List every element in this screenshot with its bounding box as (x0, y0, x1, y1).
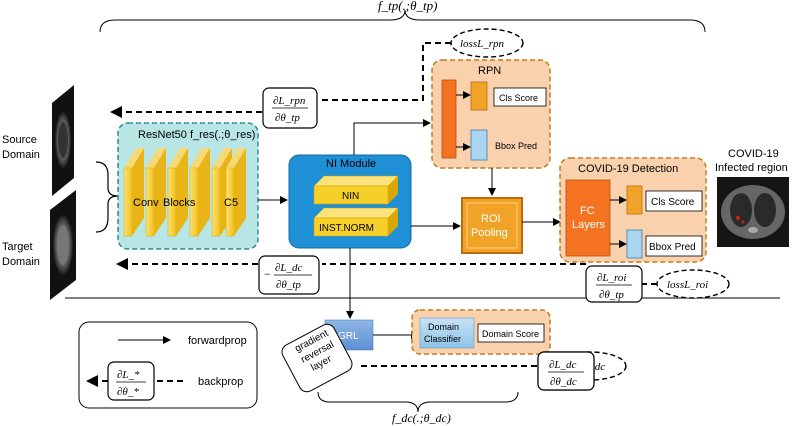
rpn-title: RPN (478, 65, 501, 77)
grad-dc-dc-num: ∂L_dc (549, 359, 577, 371)
det-cls-score-box (645, 190, 703, 212)
bottom-function-label: f_dc(.;θ_dc) (392, 411, 451, 425)
rpn-panel (431, 59, 551, 169)
backprop-rpn-path (318, 42, 451, 101)
grad-roi-box (585, 265, 643, 303)
grl-label: GRL (338, 331, 359, 342)
target-domain-label-2: Domain (2, 256, 40, 268)
source-domain-label-2: Domain (2, 149, 40, 161)
grad-roi-num: ∂L_roi (597, 272, 626, 284)
loss-roi-label: lossL_roi (667, 279, 708, 291)
domain-score-label: Domain Score (482, 329, 539, 339)
det-cls-score-label: Cls Score (651, 197, 695, 208)
roi-pooling-box (461, 197, 523, 254)
conv-blocks (123, 148, 246, 237)
conv-label: Conv (133, 197, 159, 209)
rpn-conv-layer (441, 79, 457, 159)
ni-module-title: NI Module (326, 158, 376, 170)
domain-classifier-box (419, 317, 475, 349)
c5-label: C5 (224, 197, 238, 209)
fc-label-1: FC (580, 205, 595, 217)
rpn-bbox-pred-label: Bbox Pred (495, 141, 537, 151)
infected-label-1: COVID-19 (728, 148, 779, 160)
grad-dc-tp-num: ∂L_dc (275, 262, 303, 274)
loss-rpn-label: lossL_rpn (460, 38, 505, 50)
infected-ct-image (717, 177, 789, 247)
det-bbox-pred-label: Bbox Pred (649, 242, 696, 253)
legend-forward-label: forwardprop (188, 335, 247, 347)
det-bbox-layer (626, 229, 643, 259)
grl-note (281, 323, 353, 393)
target-ct-image (50, 190, 76, 300)
det-bbox-pred-box (645, 235, 703, 257)
grad-dc-tp-den: ∂θ_tp (276, 279, 301, 291)
legend-backward-label: backprop (198, 376, 243, 388)
legend-grad-den: ∂θ_* (117, 386, 139, 398)
rpn-bbox-layer (470, 129, 488, 161)
domain-classifier-line-2: Classifier (424, 334, 461, 344)
source-domain-label-1: Source (2, 134, 37, 146)
grad-roi-den: ∂θ_tp (599, 289, 624, 301)
nin-label: NIN (342, 191, 359, 202)
grad-dc-tp-minus: − (263, 267, 271, 281)
legend-grad-num: ∂L_* (117, 369, 140, 381)
det-cls-layer (626, 185, 643, 215)
bottom-brace (317, 391, 519, 413)
rpn-cls-score-box (493, 87, 547, 107)
detection-title: COVID-19 Detection (578, 163, 678, 175)
nin-layer (313, 175, 399, 205)
top-function-label: f_tp(.;θ_tp) (378, 0, 437, 13)
rpn-cls-layer (470, 81, 488, 111)
resnet-title: ResNet50 f_res(.;θ_res) (138, 129, 255, 141)
top-brace (99, 9, 706, 33)
blocks-label: Blocks (163, 197, 196, 209)
source-ct-image (52, 85, 74, 196)
arrow-ni-to-rpn (353, 119, 431, 155)
grad-rpn-den: ∂θ_tp (275, 112, 300, 124)
inst-norm-layer (313, 207, 399, 237)
grad-dc-dc-box-front (537, 351, 595, 391)
roi-label-2: Pooling (471, 227, 508, 239)
domain-score-box (477, 323, 545, 343)
rpn-cls-score-label: Cls Score (499, 93, 538, 103)
domain-classifier-line-1: Domain (428, 322, 459, 332)
infected-label-2: Infected region (715, 162, 788, 174)
grad-dc-dc-den: ∂θ_dc (550, 376, 577, 388)
roi-label-1: ROI (481, 213, 501, 225)
fc-layers-box (565, 179, 611, 257)
grad-rpn-num: ∂L_rpn (273, 95, 306, 107)
fc-label-2: Layers (572, 219, 606, 231)
target-domain-label-1: Target (2, 241, 33, 253)
legend-grad-box (107, 361, 155, 401)
inst-norm-label: INST.NORM (319, 223, 374, 234)
